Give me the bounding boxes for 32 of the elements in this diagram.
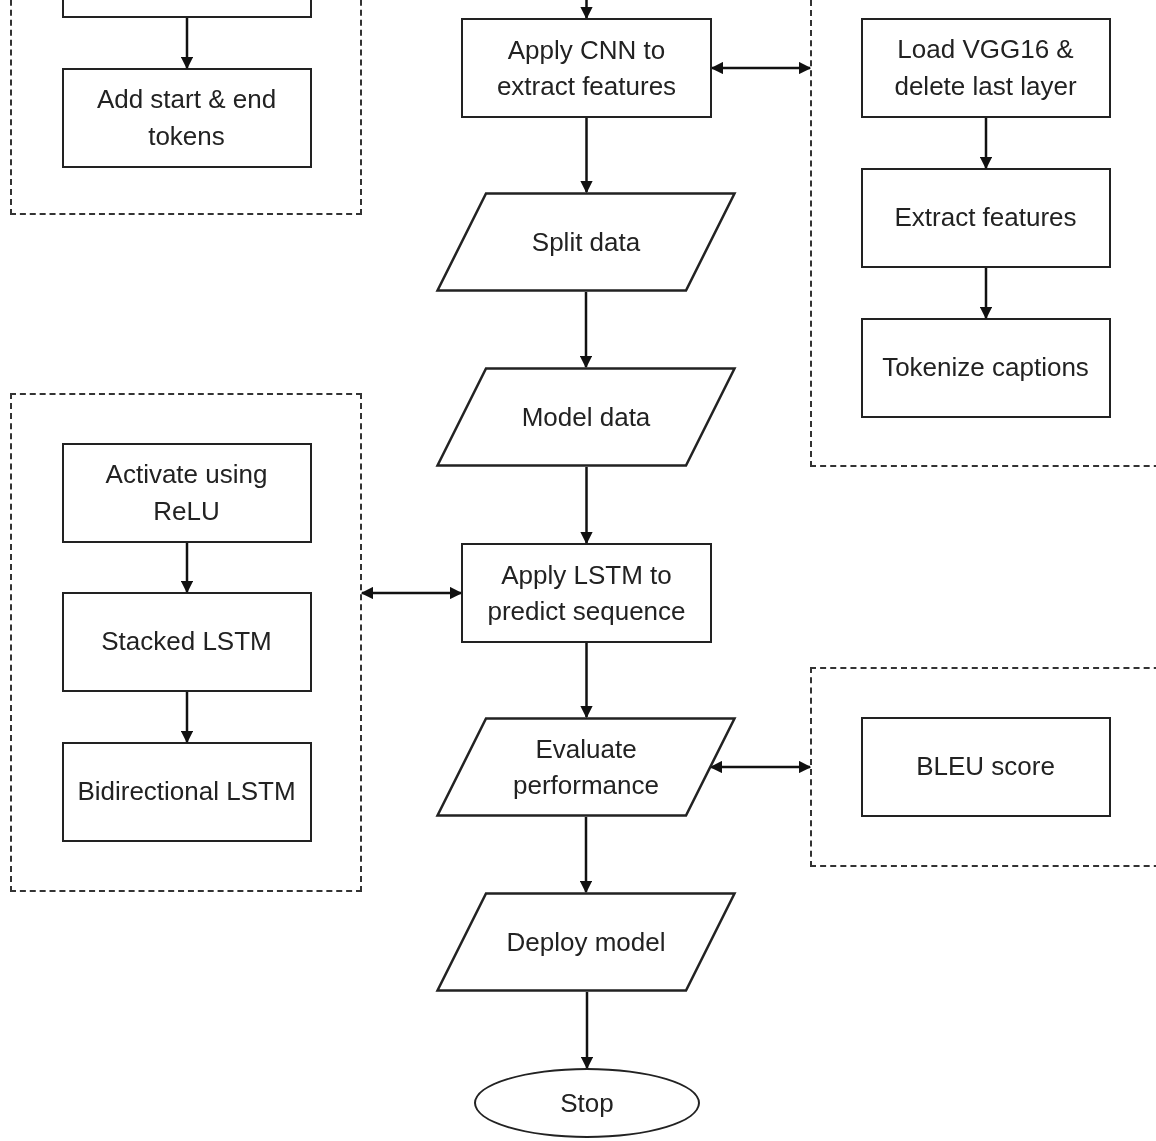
arrow — [580, 467, 593, 545]
arrow — [360, 586, 463, 600]
process-box: Bidirectional LSTM — [61, 741, 312, 842]
arrow — [580, 0, 593, 20]
process-box: Load VGG16 & delete last layer — [860, 17, 1111, 118]
process-box: BLEU score — [860, 716, 1111, 817]
dashed-group-frame — [10, 0, 362, 215]
process-box: Stacked LSTM — [61, 591, 312, 692]
process-box: Add start & end tokens — [61, 67, 312, 168]
process-box: Apply CNN to extract features — [461, 18, 712, 118]
arrow — [180, 692, 194, 744]
arrow — [580, 118, 593, 194]
process-box: Apply LSTM to predict sequence — [461, 543, 712, 643]
arrow — [180, 543, 194, 594]
arrow — [180, 18, 194, 70]
data-parallelogram: Evaluate performance — [436, 717, 736, 817]
arrow — [580, 643, 593, 719]
arrow — [580, 992, 594, 1070]
process-box: Extract features — [860, 167, 1111, 268]
data-parallelogram: Deploy model — [436, 892, 736, 992]
process-box: Tokenize captions — [860, 317, 1111, 418]
arrow — [579, 817, 593, 894]
arrow — [579, 292, 593, 369]
dashed-group-frame — [810, 0, 1156, 467]
arrow — [979, 268, 993, 320]
data-parallelogram: Split data — [436, 192, 736, 292]
data-parallelogram: Model data — [436, 367, 736, 467]
terminator-oval: Stop — [474, 1068, 700, 1138]
process-box: Activate using ReLU — [61, 442, 312, 543]
arrow — [979, 118, 993, 170]
dashed-group-frame — [10, 393, 362, 892]
dashed-group-frame — [810, 667, 1156, 867]
